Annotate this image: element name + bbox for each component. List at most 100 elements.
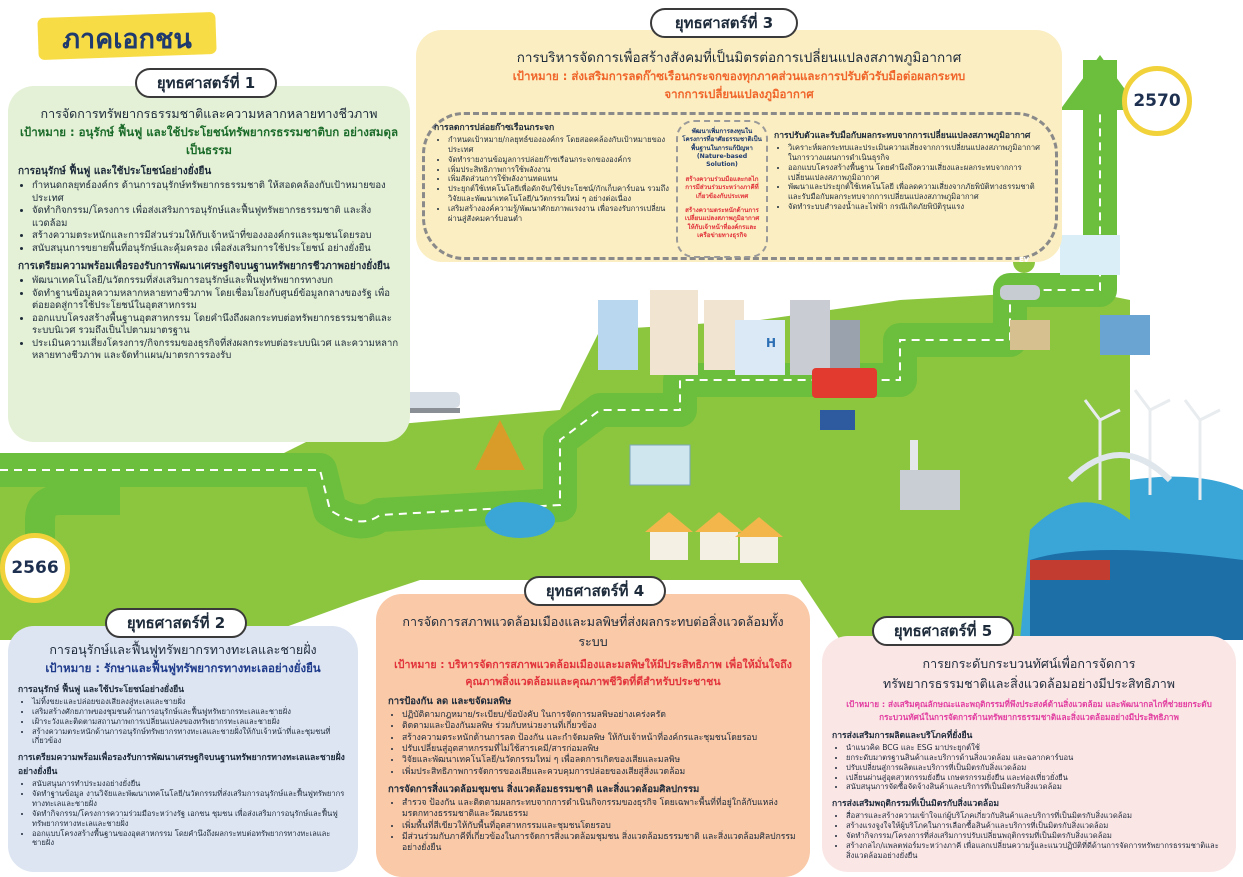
list-item: จัดทำกิจกรรม/โครงการความร่วมมือระหว่างรั…: [32, 809, 348, 829]
strategy-4-section-1: การป้องกัน ลด และขจัดมลพิษ: [388, 696, 512, 707]
list-item: ออกแบบโครงสร้างพื้นฐานอุตสาหกรรม โดยคำนึ…: [32, 313, 400, 338]
strategy-5-section-2: การส่งเสริมพฤติกรรมที่เป็นมิตรกับสิ่งแวด…: [832, 799, 1000, 810]
strategy-2-list-2: สนับสนุนการทำประมงอย่างยั่งยืน จัดทำฐานข…: [18, 779, 348, 848]
list-item: ออกแบบโครงสร้างพื้นฐานของอุตสาหกรรม โดยค…: [32, 829, 348, 849]
list-item: ประยุกต์ใช้เทคโนโลยีเพื่อดักจับ/ใช้ประโย…: [448, 184, 669, 204]
strategy-3-column-b: การปรับตัวและรับมือกับผลกระทบจากการเปลี่…: [774, 128, 1044, 212]
list-item: เสริมสร้างองค์ความรู้/พัฒนาศักยภาพแรงงาน…: [448, 204, 669, 224]
strategy-1-section-2: การเตรียมความพร้อมเพื่อรองรับการพัฒนาเศร…: [18, 261, 390, 273]
list-item: ออกแบบโครงสร้างพื้นฐาน โดยคำนึงถึงความเส…: [788, 163, 1044, 183]
strategy-3-list-b: วิเคราะห์ผลกระทบและประเมินความเสี่ยงจากก…: [774, 143, 1044, 212]
strategy-4-label: ยุทธศาสตร์ที่ 4: [524, 576, 666, 606]
ev-car: [1000, 285, 1040, 300]
strategy-4-list-2: สำรวจ ป้องกัน และติดตามผลกระทบจากการดำเน…: [388, 798, 798, 855]
bus: [812, 368, 877, 398]
shared-item-1: พัฒนาเพิ่มการลงทุนในโครงการที่อาศัยธรรมช…: [682, 128, 762, 169]
cargo-ship: [1030, 560, 1110, 580]
list-item: ไม่ทิ้งขยะและปล่อยของเสียลงสู่ทะเลและชาย…: [32, 697, 348, 707]
list-item: สร้างความตระหนักและการมีส่วนร่วมให้กับเจ…: [32, 230, 400, 243]
village-houses: [645, 512, 783, 563]
list-item: จัดทำฐานข้อมูลความหลากหลายทางชีวภาพ โดยเ…: [32, 288, 400, 313]
strategy-4-title: การจัดการสภาพแวดล้อมเมืองและมลพิษที่ส่งผ…: [402, 614, 784, 649]
list-item: เปลี่ยนผ่านสู่อุตสาหกรรมยั่งยืน เกษตรกรร…: [846, 773, 1226, 783]
list-item: จัดทำรายงานข้อมูลการปล่อยก๊าซเรือนกระจกข…: [448, 155, 669, 165]
strategy-1-title: การจัดการทรัพยากรธรรมชาติและความหลากหลาย…: [40, 106, 378, 121]
strategy-1-goal: เป้าหมาย : อนุรักษ์ ฟื้นฟู และใช้ประโยชน…: [19, 125, 399, 157]
list-item: เพิ่มพื้นที่สีเขียวให้กับพื้นที่อุตสาหกร…: [402, 821, 798, 832]
list-item: จัดทำกิจกรรม/โครงการ เพื่อส่งเสริมการอนุ…: [32, 205, 400, 230]
strategy-4-section-2: การจัดการสิ่งแวดล้อมชุมชน สิ่งแวดล้อมธรร…: [388, 784, 700, 796]
strategy-3-column-a: การลดการปล่อยก๊าซเรือนกระจก กำหนดเป้าหมา…: [434, 120, 669, 224]
pond: [485, 502, 555, 538]
strategy-1-label: ยุทธศาสตร์ที่ 1: [135, 68, 277, 98]
strategy-3-section-a: การลดการปล่อยก๊าซเรือนกระจก: [434, 123, 555, 133]
list-item: สนับสนุนการทำประมงอย่างยั่งยืน: [32, 779, 348, 789]
factory: [900, 470, 960, 510]
list-item: เพิ่มประสิทธิภาพการใช้พลังงาน: [448, 165, 669, 175]
list-item: นำแนวคิด BCG และ ESG มาประยุกต์ใช้: [846, 743, 1226, 753]
arrow-head: [1060, 55, 1140, 110]
list-item: เพิ่มประสิทธิภาพการจัดการของเสียและควบคุ…: [402, 767, 798, 778]
strategy-5-list-2: สื่อสารและสร้างความเข้าใจแก่ผู้บริโภคเกี…: [832, 811, 1226, 860]
list-item: กำหนดเป้าหมาย/กลยุทธ์ขององค์กร โดยสอดคล้…: [448, 135, 669, 155]
list-item: จัดทำกิจกรรม/โครงการที่ส่งเสริมการปรับเป…: [846, 831, 1226, 841]
list-item: ปรับเปลี่ยนสู่อุตสาหกรรมที่ไม่ใช้สารเคมี…: [402, 744, 798, 755]
list-item: กำหนดกลยุทธ์องค์กร ด้านการอนุรักษ์ทรัพยา…: [32, 180, 400, 205]
list-item: พัฒนาและประยุกต์ใช้เทคโนโลยี เพื่อลดความ…: [788, 182, 1044, 202]
arch-bridge: [1067, 452, 1173, 483]
ev-sign-label: EV: [1018, 256, 1030, 264]
strategy-5-list-1: นำแนวคิด BCG และ ESG มาประยุกต์ใช้ ยกระด…: [832, 743, 1226, 792]
strategy-3-title: การบริหารจัดการเพื่อสร้างสังคมที่เป็นมิต…: [516, 50, 962, 66]
list-item: ปรับเปลี่ยนสู่การผลิตและบริการที่เป็นมิต…: [846, 763, 1226, 773]
strategy-1-panel: การจัดการทรัพยากรธรรมชาติและความหลากหลาย…: [8, 86, 410, 442]
list-item: วิเคราะห์ผลกระทบและประเมินความเสี่ยงจากก…: [788, 143, 1044, 163]
strategy-2-section-1: การอนุรักษ์ ฟื้นฟู และใช้ประโยชน์อย่างยั…: [18, 685, 185, 695]
list-item: เพิ่มสัดส่วนการใช้พลังงานทดแทน: [448, 174, 669, 184]
list-item: สำรวจ ป้องกัน และติดตามผลกระทบจากการดำเน…: [402, 798, 798, 821]
strategy-5-panel: การยกระดับกระบวนทัศน์เพื่อการจัดการทรัพย…: [822, 636, 1236, 872]
city-buildings: [598, 290, 1150, 375]
list-item: สร้างแรงจูงใจให้ผู้บริโภคในการเลือกซื้อส…: [846, 821, 1226, 831]
strategy-4-goal: เป้าหมาย : บริหารจัดการสภาพแวดล้อมเมืองแ…: [394, 659, 792, 688]
strategy-2-goal: เป้าหมาย : รักษาและฟื้นฟูทรัพยากรทางทะเล…: [45, 661, 321, 675]
list-item: จัดทำฐานข้อมูล งานวิจัยและพัฒนาเทคโนโลยี…: [32, 789, 348, 809]
strategy-2-title: การอนุรักษ์และฟื้นฟูทรัพยากรทางทะเลและชา…: [49, 642, 317, 657]
strategy-1-list-2: พัฒนาเทคโนโลยี/นวัตกรรมที่ส่งเสริมการอนุ…: [18, 275, 400, 363]
strategy-5-goal: เป้าหมาย : ส่งเสริมคุณลักษณะและพฤติกรรมท…: [846, 699, 1212, 722]
year-end-badge: 2570: [1122, 66, 1192, 136]
list-item: ยกระดับมาตรฐานสินค้าและบริการด้านสิ่งแวด…: [846, 753, 1226, 763]
strategy-3-goal: เป้าหมาย : ส่งเสริมการลดก๊าซเรือนกระจกขอ…: [512, 69, 966, 101]
strategy-3-shared-box: พัฒนาเพิ่มการลงทุนในโครงการที่อาศัยธรรมช…: [676, 120, 768, 258]
strategy-1-list-1: กำหนดกลยุทธ์องค์กร ด้านการอนุรักษ์ทรัพยา…: [18, 180, 400, 255]
year-start-badge: 2566: [0, 533, 70, 603]
strategy-2-list-1: ไม่ทิ้งขยะและปล่อยของเสียลงสู่ทะเลและชาย…: [18, 697, 348, 746]
solar-panels: [820, 410, 855, 430]
list-item: ติดตามและป้องกันมลพิษ ร่วมกับหน่วยงานที่…: [402, 721, 798, 732]
list-item: พัฒนาเทคโนโลยี/นวัตกรรมที่ส่งเสริมการอนุ…: [32, 275, 400, 288]
strategy-3-section-b: การปรับตัวและรับมือกับผลกระทบจากการเปลี่…: [774, 131, 1031, 141]
strategy-2-label: ยุทธศาสตร์ที่ 2: [105, 608, 247, 638]
shared-item-3: สร้างความตระหนักด้านการเปลี่ยนแปลงสภาพภู…: [684, 206, 760, 239]
list-item: เฝ้าระวังและติดตามสถานภาพการเปลี่ยนแปลงข…: [32, 717, 348, 727]
temple: [475, 420, 525, 470]
strategy-3-label: ยุทธศาสตร์ที่ 3: [650, 8, 798, 38]
shared-item-2: สร้างความร่วมมือและกลไกการมีส่วนร่วมระหว…: [685, 175, 759, 200]
list-item: สร้างความตระหนักด้านการลด ป้องกัน และกำจ…: [402, 733, 798, 744]
list-item: สร้างความตระหนักด้านการอนุรักษ์ทรัพยากรท…: [32, 727, 348, 747]
hospital-sign-label: H: [765, 336, 777, 350]
strategy-3-list-a: กำหนดเป้าหมาย/กลยุทธ์ขององค์กร โดยสอดคล้…: [434, 135, 669, 224]
strategy-5-label: ยุทธศาสตร์ที่ 5: [872, 616, 1014, 646]
strategy-1-section-1: การอนุรักษ์ ฟื้นฟู และใช้ประโยชน์อย่างยั…: [18, 166, 212, 177]
list-item: สื่อสารและสร้างความเข้าใจแก่ผู้บริโภคเกี…: [846, 811, 1226, 821]
list-item: เสริมสร้างศักยภาพของชุมชนด้านการอนุรักษ์…: [32, 707, 348, 717]
strategy-4-list-1: ปฏิบัติตามกฎหมาย/ระเบียบ/ข้อบังคับ ในการ…: [388, 710, 798, 778]
strategy-2-panel: การอนุรักษ์และฟื้นฟูทรัพยากรทางทะเลและชา…: [8, 626, 358, 872]
strategy-4-panel: การจัดการสภาพแวดล้อมเมืองและมลพิษที่ส่งผ…: [376, 594, 810, 877]
list-item: สนับสนุนการจัดซื้อจัดจ้างสินค้าและบริการ…: [846, 782, 1226, 792]
list-item: วิจัยและพัฒนาเทคโนโลยี/นวัตกรรมใหม่ ๆ เพ…: [402, 755, 798, 766]
list-item: สร้างกลไก/แพลตฟอร์มระหว่างภาคี เพื่อแลกเ…: [846, 841, 1226, 861]
list-item: สนับสนุนการขยายพื้นที่อนุรักษ์และคุ้มครอ…: [32, 243, 400, 256]
strategy-2-section-2: การเตรียมความพร้อมเพื่อรองรับการพัฒนาเศร…: [18, 753, 345, 778]
list-item: ประเมินความเสี่ยงโครงการ/กิจกรรมของธุรกิ…: [32, 338, 400, 363]
list-item: ปฏิบัติตามกฎหมาย/ระเบียบ/ข้อบังคับ ในการ…: [402, 710, 798, 721]
